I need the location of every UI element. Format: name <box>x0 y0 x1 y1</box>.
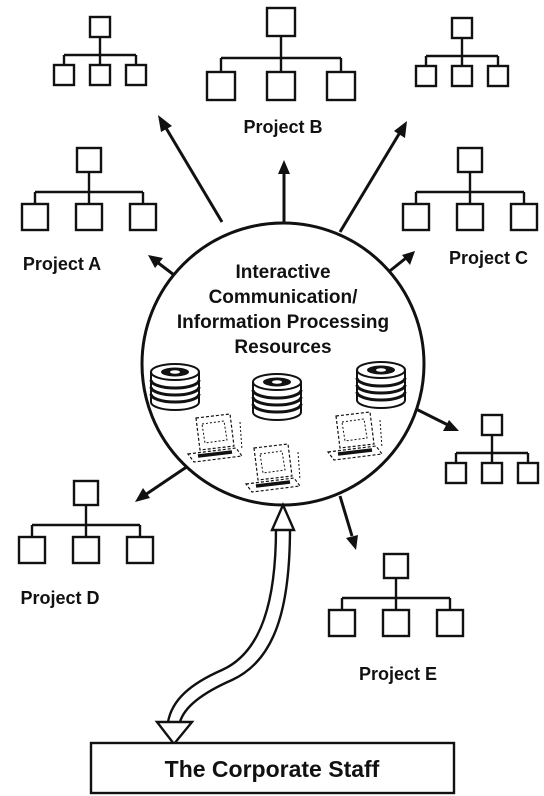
center-line-2: Communication/ <box>209 287 359 308</box>
disk-stack-icon <box>149 362 201 412</box>
center-line-1: Interactive <box>235 262 330 283</box>
org-chart-icon <box>20 146 158 232</box>
label-project-a: Project A <box>23 254 101 274</box>
corporate-staff-label: The Corporate Staff <box>165 756 380 782</box>
label-project-e: Project E <box>359 664 437 684</box>
arrow-to-project-d <box>135 464 189 502</box>
center-line-3: Information Processing <box>177 312 389 333</box>
org-chart-icon <box>414 16 510 88</box>
org-chart-icon <box>444 413 540 485</box>
arrow-to-top-left <box>158 115 224 223</box>
disk-stack-icon <box>355 360 407 410</box>
label-project-c: Project C <box>449 248 528 268</box>
org-chart-icon <box>52 15 148 87</box>
label-project-b: Project B <box>243 117 322 137</box>
center-line-4: Resources <box>234 337 331 358</box>
arrow-to-project-e <box>338 495 358 550</box>
org-chart-icon <box>327 552 465 638</box>
corporate-staff-box <box>89 741 456 795</box>
disk-stack-icon <box>251 372 303 422</box>
arrow-to-top-right <box>338 121 407 233</box>
org-chart-icon <box>401 146 539 232</box>
label-project-d: Project D <box>20 588 99 608</box>
arrow-to-project-b <box>278 160 290 222</box>
org-chart-icon <box>17 479 155 565</box>
org-chart-icon <box>205 6 357 102</box>
staff-connection-arrow <box>154 502 296 746</box>
